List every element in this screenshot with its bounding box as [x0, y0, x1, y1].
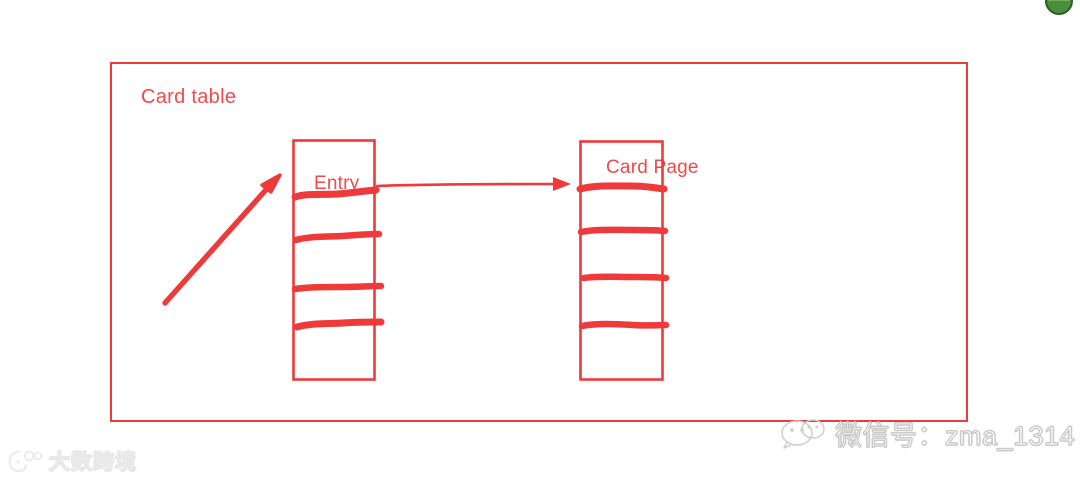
green-circle-badge-icon — [1045, 0, 1073, 15]
card-table-label: Card table — [141, 86, 237, 108]
brand-loop-icon — [8, 450, 42, 473]
card-page-label: Card Page — [606, 157, 699, 178]
brand-watermark-text: 大数跨境 — [48, 450, 137, 474]
card-table-outer-frame — [110, 62, 968, 422]
wechat-watermark: 微信号：zma_1314 — [780, 414, 1075, 453]
entry-label: Entry — [314, 173, 360, 194]
wechat-watermark-text: 微信号：zma_1314 — [834, 420, 1076, 451]
brand-watermark: 大数跨境 — [8, 446, 137, 476]
wechat-bubbles-icon — [781, 419, 825, 449]
